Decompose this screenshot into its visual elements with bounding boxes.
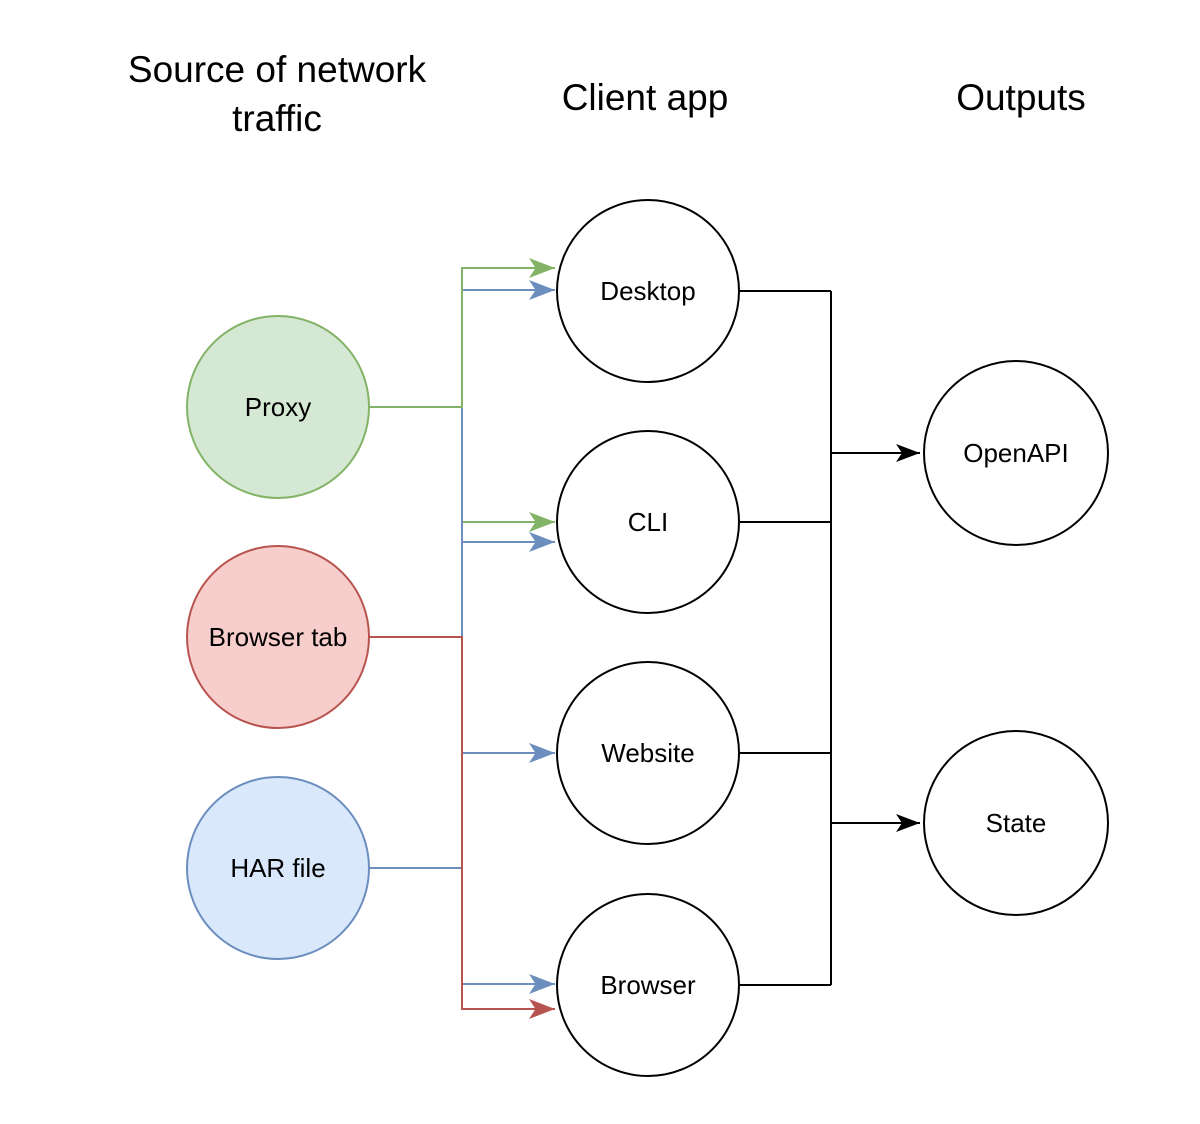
node-har-file: HAR file: [186, 776, 370, 960]
node-website: Website: [556, 661, 740, 845]
node-openapi: OpenAPI: [923, 360, 1109, 546]
column-header-sources: Source of network traffic: [127, 49, 427, 139]
column-header-outputs: Outputs: [956, 77, 1086, 118]
node-state-label: State: [985, 807, 1047, 838]
node-har-file-label: HAR file: [230, 852, 326, 883]
node-proxy: Proxy: [186, 315, 370, 499]
node-proxy-label: Proxy: [244, 391, 312, 422]
node-desktop: Desktop: [556, 199, 740, 383]
node-cli-label: CLI: [627, 506, 669, 537]
column-header-clients: Client app: [561, 77, 729, 118]
edge-browser-tab-to-browser: [370, 636, 555, 1019]
node-browser-tab-label: Browser tab: [208, 621, 348, 652]
node-desktop-label: Desktop: [600, 275, 696, 306]
node-browser: Browser: [556, 893, 740, 1077]
node-browser-tab: Browser tab: [186, 545, 370, 729]
node-website-label: Website: [601, 737, 695, 768]
node-state: State: [923, 730, 1109, 916]
node-cli: CLI: [556, 430, 740, 614]
edge-proxy-to-desktop: [370, 258, 555, 408]
node-browser-label: Browser: [600, 969, 696, 1000]
node-openapi-label: OpenAPI: [963, 437, 1069, 468]
